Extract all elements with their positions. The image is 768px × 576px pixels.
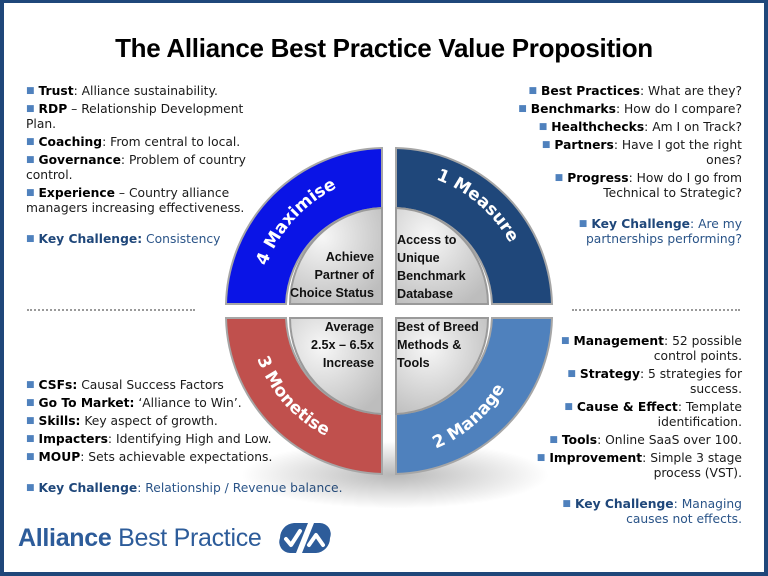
key-challenge-measure: ■Key Challenge: Are my partnerships perf…	[578, 217, 742, 246]
bullet-icon: ■	[26, 188, 35, 198]
bullet-governance: ■Governance: Problem of country control.	[26, 153, 246, 182]
bullet-icon: ■	[528, 86, 538, 96]
bullet-cause-effect: ■Cause & Effect: Template identification…	[564, 400, 742, 429]
bullet-experience: ■Experience – Country alliance managers …	[26, 186, 245, 215]
bullet-partners: ■Partners: Have I got the right ones?	[541, 138, 742, 167]
bullet-skills: ■Skills: Key aspect of growth.	[26, 414, 218, 428]
left-dotted-divider	[27, 309, 195, 311]
bullet-icon: ■	[26, 234, 35, 244]
bullet-progress: ■Progress: How do I go from Technical to…	[554, 171, 742, 200]
bullet-icon: ■	[26, 86, 35, 96]
bullet-icon: ■	[26, 380, 35, 390]
bullet-healthchecks: ■Healthchecks: Am I on Track?	[538, 120, 742, 134]
key-challenge-monetise: ■Key Challenge: Relationship / Revenue b…	[26, 481, 343, 495]
bullet-moup: ■MOUP: Sets achievable expectations.	[26, 450, 273, 464]
bullet-coaching: ■Coaching: From central to local.	[26, 135, 241, 149]
bullet-icon: ■	[26, 483, 35, 493]
check-chevron-logo-icon	[279, 523, 331, 553]
inner-text-maximise: Achieve Partner of Choice Status	[290, 250, 374, 300]
bullet-icon: ■	[578, 219, 588, 229]
bullet-icon: ■	[26, 452, 35, 462]
bottom-right-bullets: ■Management: 52 possible control points.…	[520, 334, 742, 530]
bullet-icon: ■	[562, 499, 571, 509]
bullet-impacters: ■Impacters: Identifying High and Low.	[26, 432, 272, 446]
bullet-icon: ■	[26, 137, 35, 147]
segment-manage	[395, 317, 554, 476]
bullet-strategy: ■Strategy: 5 strategies for success.	[567, 367, 742, 396]
right-dotted-divider	[572, 309, 740, 311]
top-right-bullets: ■Best Practices: What are they? ■Benchma…	[500, 84, 742, 250]
top-left-bullets: ■Trust: Alliance sustainability. ■RDP – …	[26, 84, 276, 250]
slide-title: The Alliance Best Practice Value Proposi…	[115, 33, 653, 63]
inner-quadrant-tl	[288, 206, 383, 305]
inner-quadrant-br	[395, 317, 490, 416]
inner-text-measure: Access to Unique Benchmark Database	[397, 233, 466, 301]
bottom-left-bullets: ■CSFs: Causal Success Factors ■Go To Mar…	[26, 378, 386, 499]
bullet-icon: ■	[26, 104, 35, 114]
key-challenge-manage: ■Key Challenge: Managing causes not effe…	[562, 497, 742, 526]
bullet-icon: ■	[26, 398, 35, 408]
bullet-rdp: ■RDP – Relationship Development Plan.	[26, 102, 244, 131]
bullet-icon: ■	[541, 140, 551, 150]
bullet-icon: ■	[554, 173, 564, 183]
bullet-icon: ■	[538, 122, 548, 132]
alliance-best-practice-logo: Alliance Best Practice	[18, 524, 262, 552]
bullet-tools: ■Tools: Online SaaS over 100.	[549, 433, 742, 447]
bullet-icon: ■	[26, 434, 35, 444]
bullet-management: ■Management: 52 possible control points.	[561, 334, 742, 363]
bullet-icon: ■	[549, 435, 558, 445]
bullet-best-practices: ■Best Practices: What are they?	[528, 84, 742, 98]
bullet-icon: ■	[536, 453, 546, 463]
segment-monetise	[224, 317, 383, 476]
bullet-improvement: ■Improvement: Simple 3 stage process (VS…	[536, 451, 742, 480]
bullet-icon: ■	[564, 402, 573, 412]
bullet-csfs: ■CSFs: Causal Success Factors	[26, 378, 224, 392]
inner-quadrant-bl	[288, 317, 383, 416]
bullet-icon: ■	[26, 155, 35, 165]
bullet-trust: ■Trust: Alliance sustainability.	[26, 84, 218, 98]
bullet-benchmarks: ■Benchmarks: How do I compare?	[518, 102, 742, 116]
inner-quadrant-tr	[395, 206, 490, 305]
key-challenge-maximise: ■Key Challenge: Consistency	[26, 232, 221, 246]
bullet-icon: ■	[561, 336, 570, 346]
inner-text-manage: Best of Breed Methods & Tools	[397, 320, 479, 370]
bullet-icon: ■	[518, 104, 527, 114]
bullet-go-to-market: ■Go To Market: ‘Alliance to Win’.	[26, 396, 242, 410]
bullet-icon: ■	[567, 369, 576, 379]
bullet-icon: ■	[26, 416, 35, 426]
inner-text-monetise: Average 2.5x – 6.5x Increase	[310, 320, 374, 370]
